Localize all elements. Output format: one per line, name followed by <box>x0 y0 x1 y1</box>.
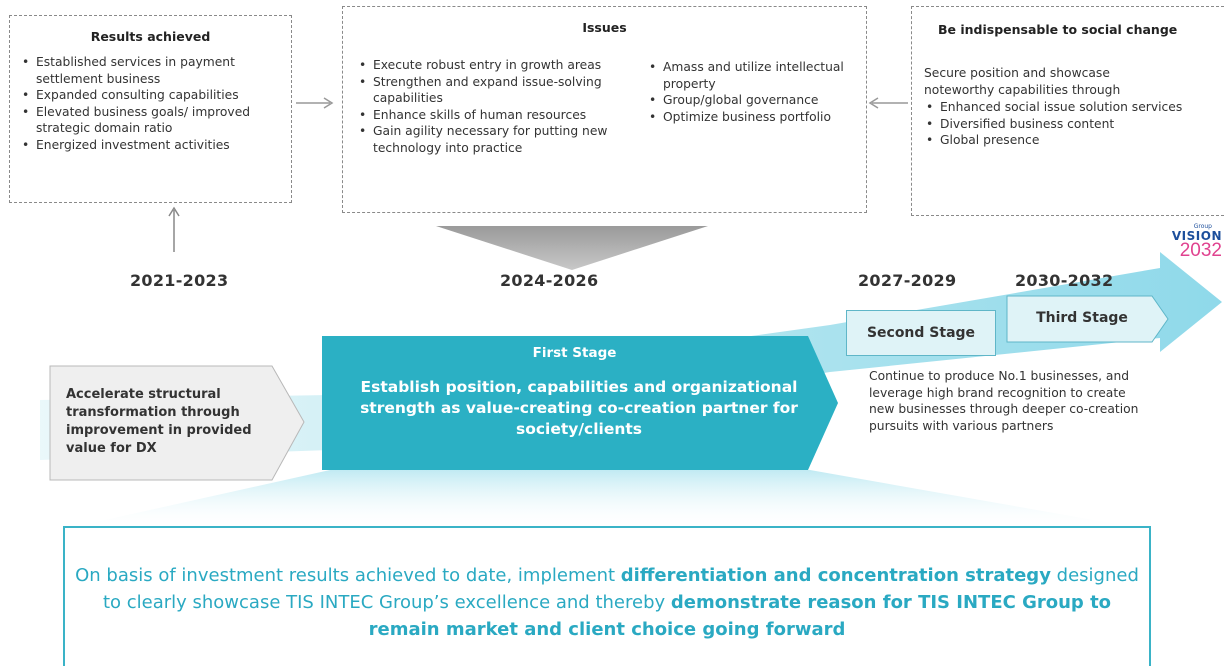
results-box: Results achieved Established services in… <box>9 15 292 203</box>
indispensable-list: Enhanced social issue solution services … <box>924 99 1194 149</box>
list-item: Amass and utilize intellectual property <box>647 59 857 92</box>
indispensable-box: Be indispensable to social change Secure… <box>911 6 1226 216</box>
list-item: Enhance skills of human resources <box>357 107 635 124</box>
period-label: 2021-2023 <box>130 271 229 290</box>
period-label: 2024-2026 <box>500 271 599 290</box>
first-stage-shape <box>322 336 838 470</box>
list-item: Expanded consulting capabilities <box>20 87 285 104</box>
third-stage-shape <box>1006 295 1169 343</box>
indispensable-title: Be indispensable to social change <box>938 22 1178 37</box>
period-label: 2030-2032 <box>1015 271 1114 290</box>
list-item: Group/global governance <box>647 92 857 109</box>
third-stage-label: Third Stage <box>1036 310 1128 326</box>
results-title: Results achieved <box>90 29 211 44</box>
list-item: Established services in payment settleme… <box>20 54 285 87</box>
list-item: Diversified business content <box>924 116 1194 133</box>
first-stage-label: First Stage <box>532 345 617 361</box>
strategy-box-border <box>63 526 1151 666</box>
issues-box: Issues Execute robust entry in growth ar… <box>342 6 867 213</box>
later-stage-text: Continue to produce No.1 businesses, and… <box>869 369 1139 433</box>
strategy-text-bold1: differentiation and concentration strate… <box>620 565 1051 586</box>
strategy-text-part2: designed to clearly showcase TIS INTEC G… <box>102 565 1139 613</box>
down-triangle <box>436 226 708 270</box>
dx-stage-text: Accelerate structural transformation thr… <box>66 387 252 456</box>
second-stage-label: Second Stage <box>866 325 976 341</box>
results-list: Established services in payment settleme… <box>20 54 285 153</box>
issues-title: Issues <box>582 20 627 35</box>
list-item: Energized investment activities <box>20 137 285 154</box>
logo-vision-text: VISION <box>1171 229 1222 243</box>
logo-group-text: Group <box>1193 223 1212 230</box>
period-label: 2027-2029 <box>858 271 957 290</box>
strategy-text-bold2: demonstrate reason for TIS INTEC Group t… <box>368 592 1112 640</box>
list-item: Execute robust entry in growth areas <box>357 57 635 74</box>
vision-2032-logo: Group VISION 2032 <box>1160 223 1222 261</box>
list-item: Optimize business portfolio <box>647 109 857 126</box>
issues-left-list: Execute robust entry in growth areas Str… <box>357 57 635 156</box>
list-item: Strengthen and expand issue-solving capa… <box>357 74 635 107</box>
logo-year-text: 2032 <box>1179 240 1222 261</box>
second-stage-box: Second Stage <box>846 310 996 356</box>
list-item: Global presence <box>924 132 1194 149</box>
first-stage-text: Establish position, capabilities and org… <box>360 378 798 438</box>
strategy-text-part1: On basis of investment results achieved … <box>75 565 621 586</box>
list-item: Enhanced social issue solution services <box>924 99 1194 116</box>
list-item: Gain agility necessary for putting new t… <box>357 123 635 156</box>
strategy-statement: On basis of investment results achieved … <box>74 562 1140 643</box>
indispensable-intro: Secure position and showcase noteworthy … <box>924 66 1121 97</box>
glow-fan <box>60 470 1150 530</box>
dx-stage-shape <box>49 365 305 481</box>
issues-right-list: Amass and utilize intellectual property … <box>647 59 857 125</box>
list-item: Elevated business goals/ improved strate… <box>20 104 285 137</box>
